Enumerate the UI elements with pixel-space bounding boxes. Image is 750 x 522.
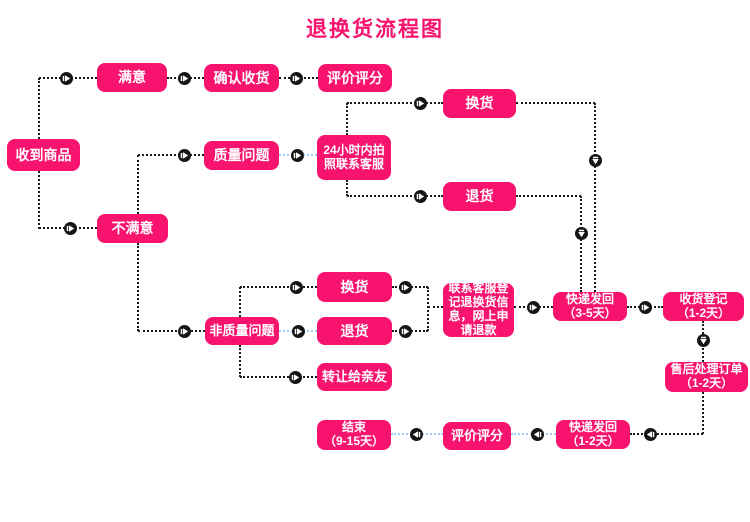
flow-node-label: 换货	[465, 95, 494, 112]
flow-node-unsatisfied: 不满意	[97, 214, 168, 243]
connector-line	[239, 287, 241, 317]
flow-arrow-down-icon	[575, 227, 588, 240]
flow-node-label: 结束	[341, 420, 366, 435]
flow-node-transfer-friends: 转让给亲友	[317, 363, 392, 391]
connector-line	[346, 180, 348, 196]
flow-node-receipt-register: 收货登记（1-2天）	[663, 292, 744, 321]
flow-arrow-right-icon	[414, 97, 427, 110]
flow-node-label: 评价评分	[450, 427, 503, 443]
flow-node-courier-3-5: 快递发回（3-5天）	[553, 292, 627, 321]
flow-arrow-left-icon	[644, 428, 657, 441]
flow-node-contact-service: 联系客服登记退换货信息，网上申请退款	[443, 281, 514, 337]
connector-line	[516, 102, 595, 104]
flow-node-label: （1-2天）	[679, 376, 734, 390]
flow-node-label: 记退换货信	[448, 295, 509, 310]
connector-line	[38, 78, 40, 139]
connector-line	[580, 196, 582, 292]
flow-node-label: 确认收货	[213, 69, 270, 86]
flow-node-label: 退货	[340, 322, 369, 339]
connector-line	[516, 195, 581, 197]
connector-line	[138, 154, 204, 156]
connector-line	[239, 345, 241, 377]
connector-line	[240, 286, 317, 288]
connector-line	[702, 392, 704, 434]
flow-node-label: 评价评分	[327, 69, 383, 86]
flow-node-photo-24h: 24小时内拍照联系客服	[317, 135, 391, 180]
connector-line	[138, 330, 205, 332]
flow-arrow-right-icon	[178, 149, 191, 162]
flow-node-label: 转让给亲友	[321, 368, 387, 384]
flow-arrow-right-icon	[399, 325, 412, 338]
flow-node-rate-top: 评价评分	[318, 64, 392, 92]
flow-arrow-right-icon	[290, 281, 303, 294]
flow-arrow-right-icon	[60, 72, 73, 85]
connector-line	[594, 103, 596, 292]
flow-node-rate-bottom: 评价评分	[443, 422, 511, 450]
connector-line	[137, 155, 139, 214]
flow-node-aftersale-order: 售后处理订单（1-2天）	[665, 362, 748, 392]
flow-node-exchange-top: 换货	[443, 89, 516, 118]
connector-line	[38, 171, 40, 229]
flow-node-quality-issue: 质量问题	[204, 141, 279, 170]
flow-arrow-right-icon	[289, 371, 302, 384]
flow-arrow-right-icon	[291, 149, 304, 162]
flow-node-label: 非质量问题	[209, 322, 275, 338]
flow-arrow-right-icon	[292, 325, 305, 338]
flow-node-label: 退货	[465, 188, 494, 205]
flow-node-exchange-mid: 换货	[317, 272, 392, 302]
flow-arrow-left-icon	[410, 428, 423, 441]
flow-arrow-right-icon	[414, 190, 427, 203]
flow-node-label: 换货	[340, 278, 369, 295]
flow-node-received: 收到商品	[7, 139, 80, 171]
flow-node-label: （1-2天）	[566, 433, 620, 448]
flow-node-label: 不满意	[111, 220, 154, 237]
flow-arrow-right-icon	[178, 72, 191, 85]
flow-node-label: 24小时内拍	[323, 142, 385, 157]
flow-arrow-right-icon	[64, 222, 77, 235]
flow-arrow-right-icon	[399, 281, 412, 294]
connector-line	[630, 433, 703, 435]
connector-line	[347, 102, 443, 104]
connector-line	[428, 306, 443, 308]
flow-node-label: 请退款	[460, 322, 497, 337]
connector-line	[137, 243, 139, 331]
flow-arrow-down-icon	[589, 154, 602, 167]
flow-node-return-top: 退货	[443, 182, 516, 211]
connector-line	[346, 103, 348, 135]
flow-node-confirm-receipt: 确认收货	[204, 64, 279, 92]
flow-node-label: （3-5天）	[563, 305, 617, 320]
flow-node-label: 联系客服登	[448, 281, 509, 296]
flow-arrow-left-icon	[531, 428, 544, 441]
flow-node-label: 快递发回	[568, 419, 617, 434]
flow-node-courier-1-2: 快递发回（1-2天）	[556, 420, 630, 449]
flow-node-end: 结束（9-15天）	[317, 420, 391, 450]
flow-arrow-right-icon	[639, 301, 652, 314]
flow-node-label: 售后处理订单	[670, 362, 743, 377]
flow-node-return-mid: 退货	[317, 317, 392, 345]
flow-node-label: 收到商品	[15, 146, 72, 163]
connector-line	[240, 376, 317, 378]
flow-node-label: 质量问题	[213, 147, 270, 164]
flow-node-label: （9-15天）	[323, 434, 385, 448]
flow-node-label: 照联系客服	[323, 156, 384, 171]
flow-node-label: （1-2天）	[676, 305, 731, 320]
flow-node-label: 息，网上申	[448, 309, 509, 323]
flow-arrow-right-icon	[527, 301, 540, 314]
flow-node-non-quality-issue: 非质量问题	[205, 317, 279, 345]
flow-node-satisfied: 满意	[97, 63, 167, 92]
flow-node-label: 快递发回	[565, 291, 614, 306]
flow-arrow-right-icon	[178, 325, 191, 338]
flow-node-label: 收货登记	[679, 291, 728, 306]
flow-node-label: 满意	[118, 69, 146, 86]
connector-line	[347, 195, 443, 197]
page-title: 退换货流程图	[306, 18, 444, 41]
flow-arrow-down-icon	[697, 334, 710, 347]
connector-line	[427, 287, 429, 331]
flow-arrow-right-icon	[290, 72, 303, 85]
